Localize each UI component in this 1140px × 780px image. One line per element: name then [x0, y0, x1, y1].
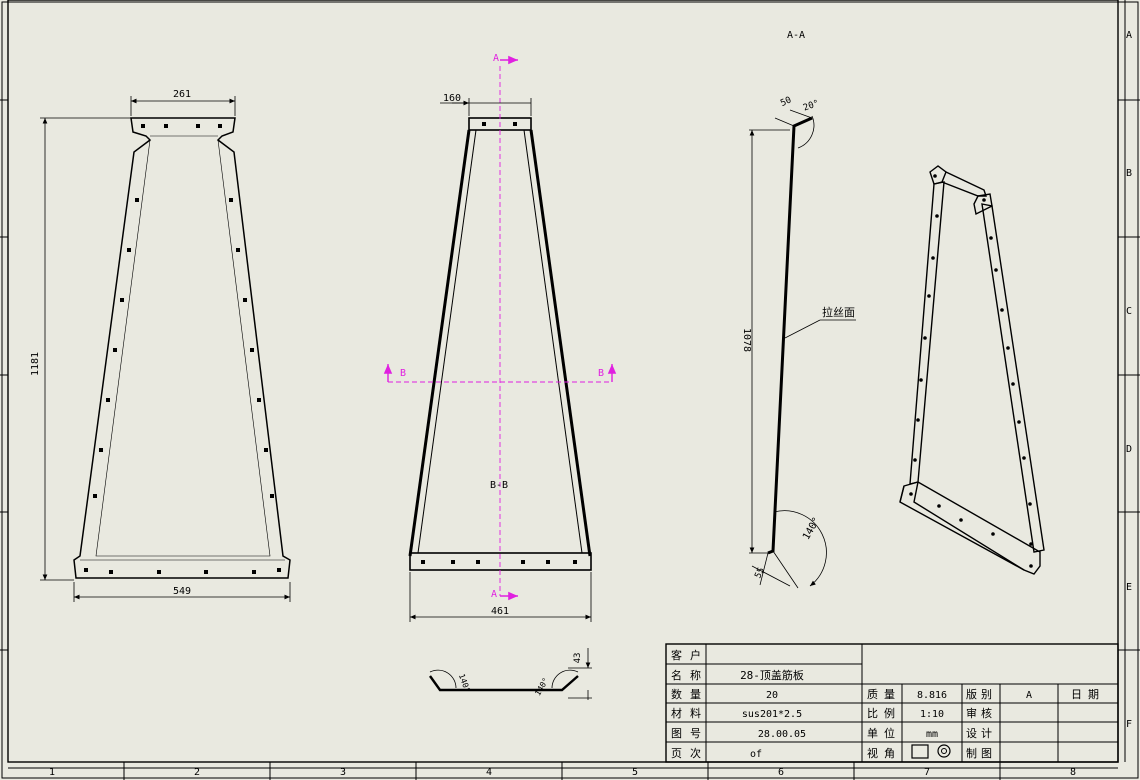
dim-top-width: 261 [173, 89, 191, 100]
col-label: 4 [486, 767, 492, 778]
unit-label: 单位 [867, 726, 901, 740]
section-a-a-view: A-A 50 20° 1078 140° 55 拉丝面 [741, 30, 856, 589]
qty-label: 数量 [671, 688, 709, 701]
qty-value: 20 [766, 690, 778, 701]
col-label: 3 [340, 767, 346, 778]
view-label: 视角 [867, 746, 901, 760]
flat-pattern-view: 261 1181 549 [30, 89, 291, 602]
material-value: sus201*2.5 [742, 709, 802, 720]
customer-label: 客户 [671, 648, 709, 662]
row-label: A [1126, 30, 1132, 41]
dim-flange-top: 50 [779, 95, 793, 109]
drawing-no-label: 图号 [671, 727, 709, 740]
col-label: 6 [778, 767, 784, 778]
front-view: A A B B B-B 160 461 [383, 53, 617, 622]
dim-height: 43 [573, 653, 583, 664]
col-label: 1 [49, 767, 55, 778]
mass-value: 8.816 [917, 690, 947, 701]
title-block-text: 客户 名称 28-顶盖筋板 数量 20 材料 sus201*2.5 图号 28.… [671, 648, 1105, 760]
date-label: 日期 [1071, 688, 1105, 701]
name-label: 名称 [671, 668, 709, 682]
drafter-label: 制图 [966, 747, 996, 760]
isometric-view [899, 165, 1045, 575]
mass-label: 质量 [867, 688, 901, 701]
dim-height: 1181 [30, 352, 41, 376]
revision-label: 版别 [966, 687, 996, 701]
page-value: of [750, 749, 762, 760]
scale-label: 比例 [867, 706, 901, 720]
dim-bottom-width: 461 [491, 606, 509, 617]
scale-value: 1:10 [920, 709, 944, 720]
section-title: A-A [787, 30, 805, 41]
section-mark-a-bottom: A [491, 589, 497, 600]
col-label: 8 [1070, 767, 1076, 778]
col-label: 7 [924, 767, 930, 778]
review-label: 审核 [966, 706, 996, 720]
title-block [665, 643, 1119, 763]
row-label: B [1126, 168, 1132, 179]
bottom-section-view: 140° 140° 43 [429, 648, 592, 700]
row-label: F [1126, 719, 1132, 730]
surface-note: 拉丝面 [822, 305, 855, 319]
zone-labels: 1 2 3 4 5 6 7 8 A B C D E F [49, 30, 1132, 778]
col-label: 5 [632, 767, 638, 778]
row-label: C [1126, 306, 1132, 317]
name-value: 28-顶盖筋板 [740, 668, 804, 682]
unit-value: mm [926, 729, 938, 740]
section-mark-b-right: B [598, 368, 604, 379]
col-label: 2 [194, 767, 200, 778]
dim-flange-bottom: 55 [753, 566, 767, 580]
design-label: 设计 [966, 727, 996, 740]
dim-angle-top: 20° [802, 99, 821, 114]
dim-bottom-width: 549 [173, 586, 191, 597]
row-label: D [1126, 444, 1132, 455]
drawing-no-value: 28.00.05 [758, 729, 806, 740]
row-label: E [1126, 582, 1132, 593]
dim-angle-right: 140° [533, 676, 550, 697]
dim-top-width: 160 [443, 93, 461, 104]
material-label: 材料 [671, 706, 709, 720]
section-mark-a-top: A [493, 53, 499, 64]
section-label-bb: B-B [490, 480, 508, 491]
section-mark-b-left: B [400, 368, 406, 379]
revision-value: A [1026, 690, 1032, 701]
dim-length: 1078 [741, 328, 752, 352]
page-label: 页次 [671, 746, 709, 760]
